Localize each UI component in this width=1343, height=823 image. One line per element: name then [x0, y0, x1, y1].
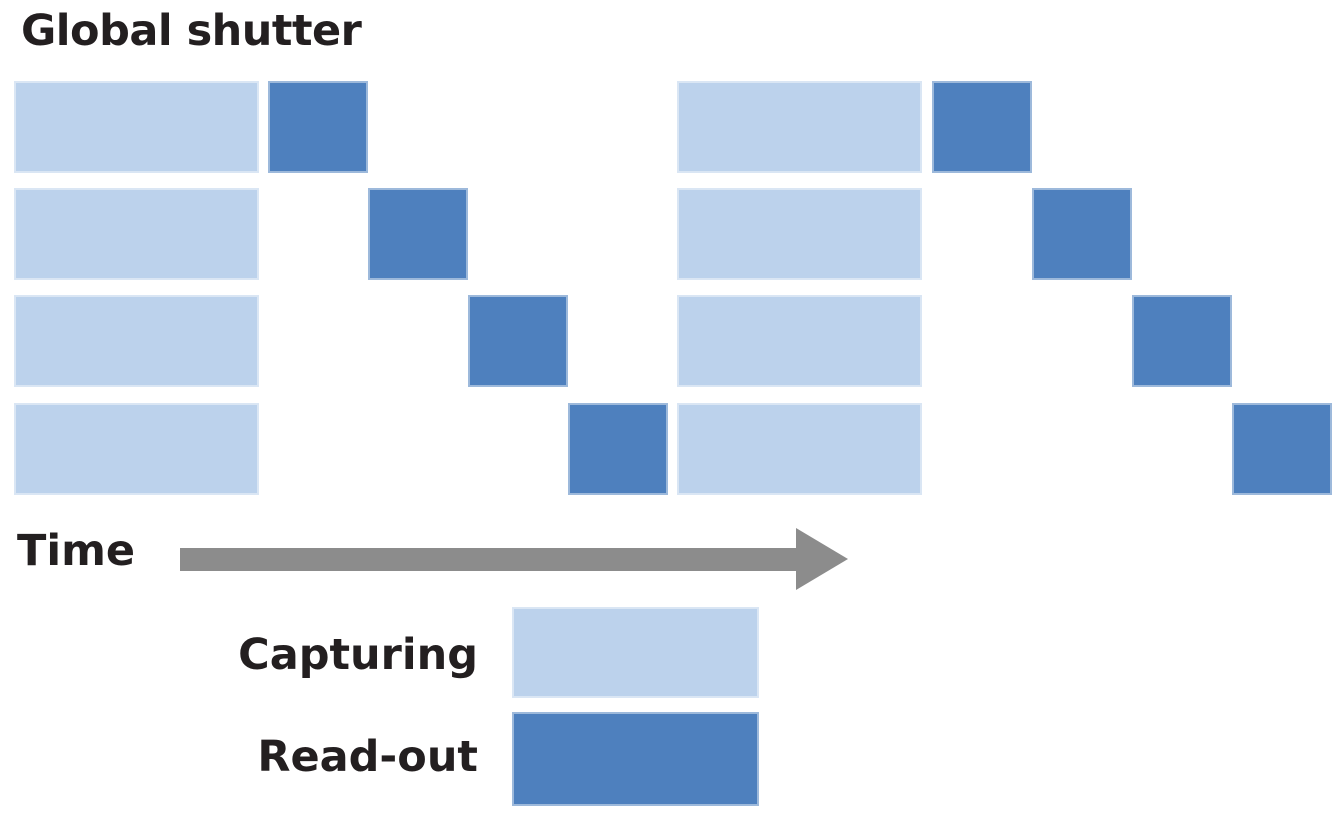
readout-bar: [1032, 188, 1132, 280]
legend-swatch-capturing: [512, 607, 759, 698]
capturing-bar: [14, 403, 259, 495]
time-axis-label: Time: [17, 526, 136, 576]
readout-bar: [932, 81, 1032, 173]
readout-bar: [368, 188, 468, 280]
legend-swatch-readout: [512, 712, 759, 806]
readout-bar: [1232, 403, 1332, 495]
capturing-bar: [677, 295, 922, 387]
capturing-bar: [677, 188, 922, 280]
legend-label-capturing: Capturing: [238, 630, 478, 680]
capturing-bar: [677, 81, 922, 173]
capturing-bar: [14, 188, 259, 280]
capturing-bar: [677, 403, 922, 495]
readout-bar: [268, 81, 368, 173]
readout-bar: [1132, 295, 1232, 387]
capturing-bar: [14, 81, 259, 173]
readout-bar: [468, 295, 568, 387]
time-arrow-shaft: [180, 548, 796, 571]
capturing-bar: [14, 295, 259, 387]
time-arrow-head-icon: [796, 528, 848, 590]
legend-label-readout: Read-out: [257, 732, 478, 782]
diagram-title: Global shutter: [21, 6, 362, 56]
readout-bar: [568, 403, 668, 495]
